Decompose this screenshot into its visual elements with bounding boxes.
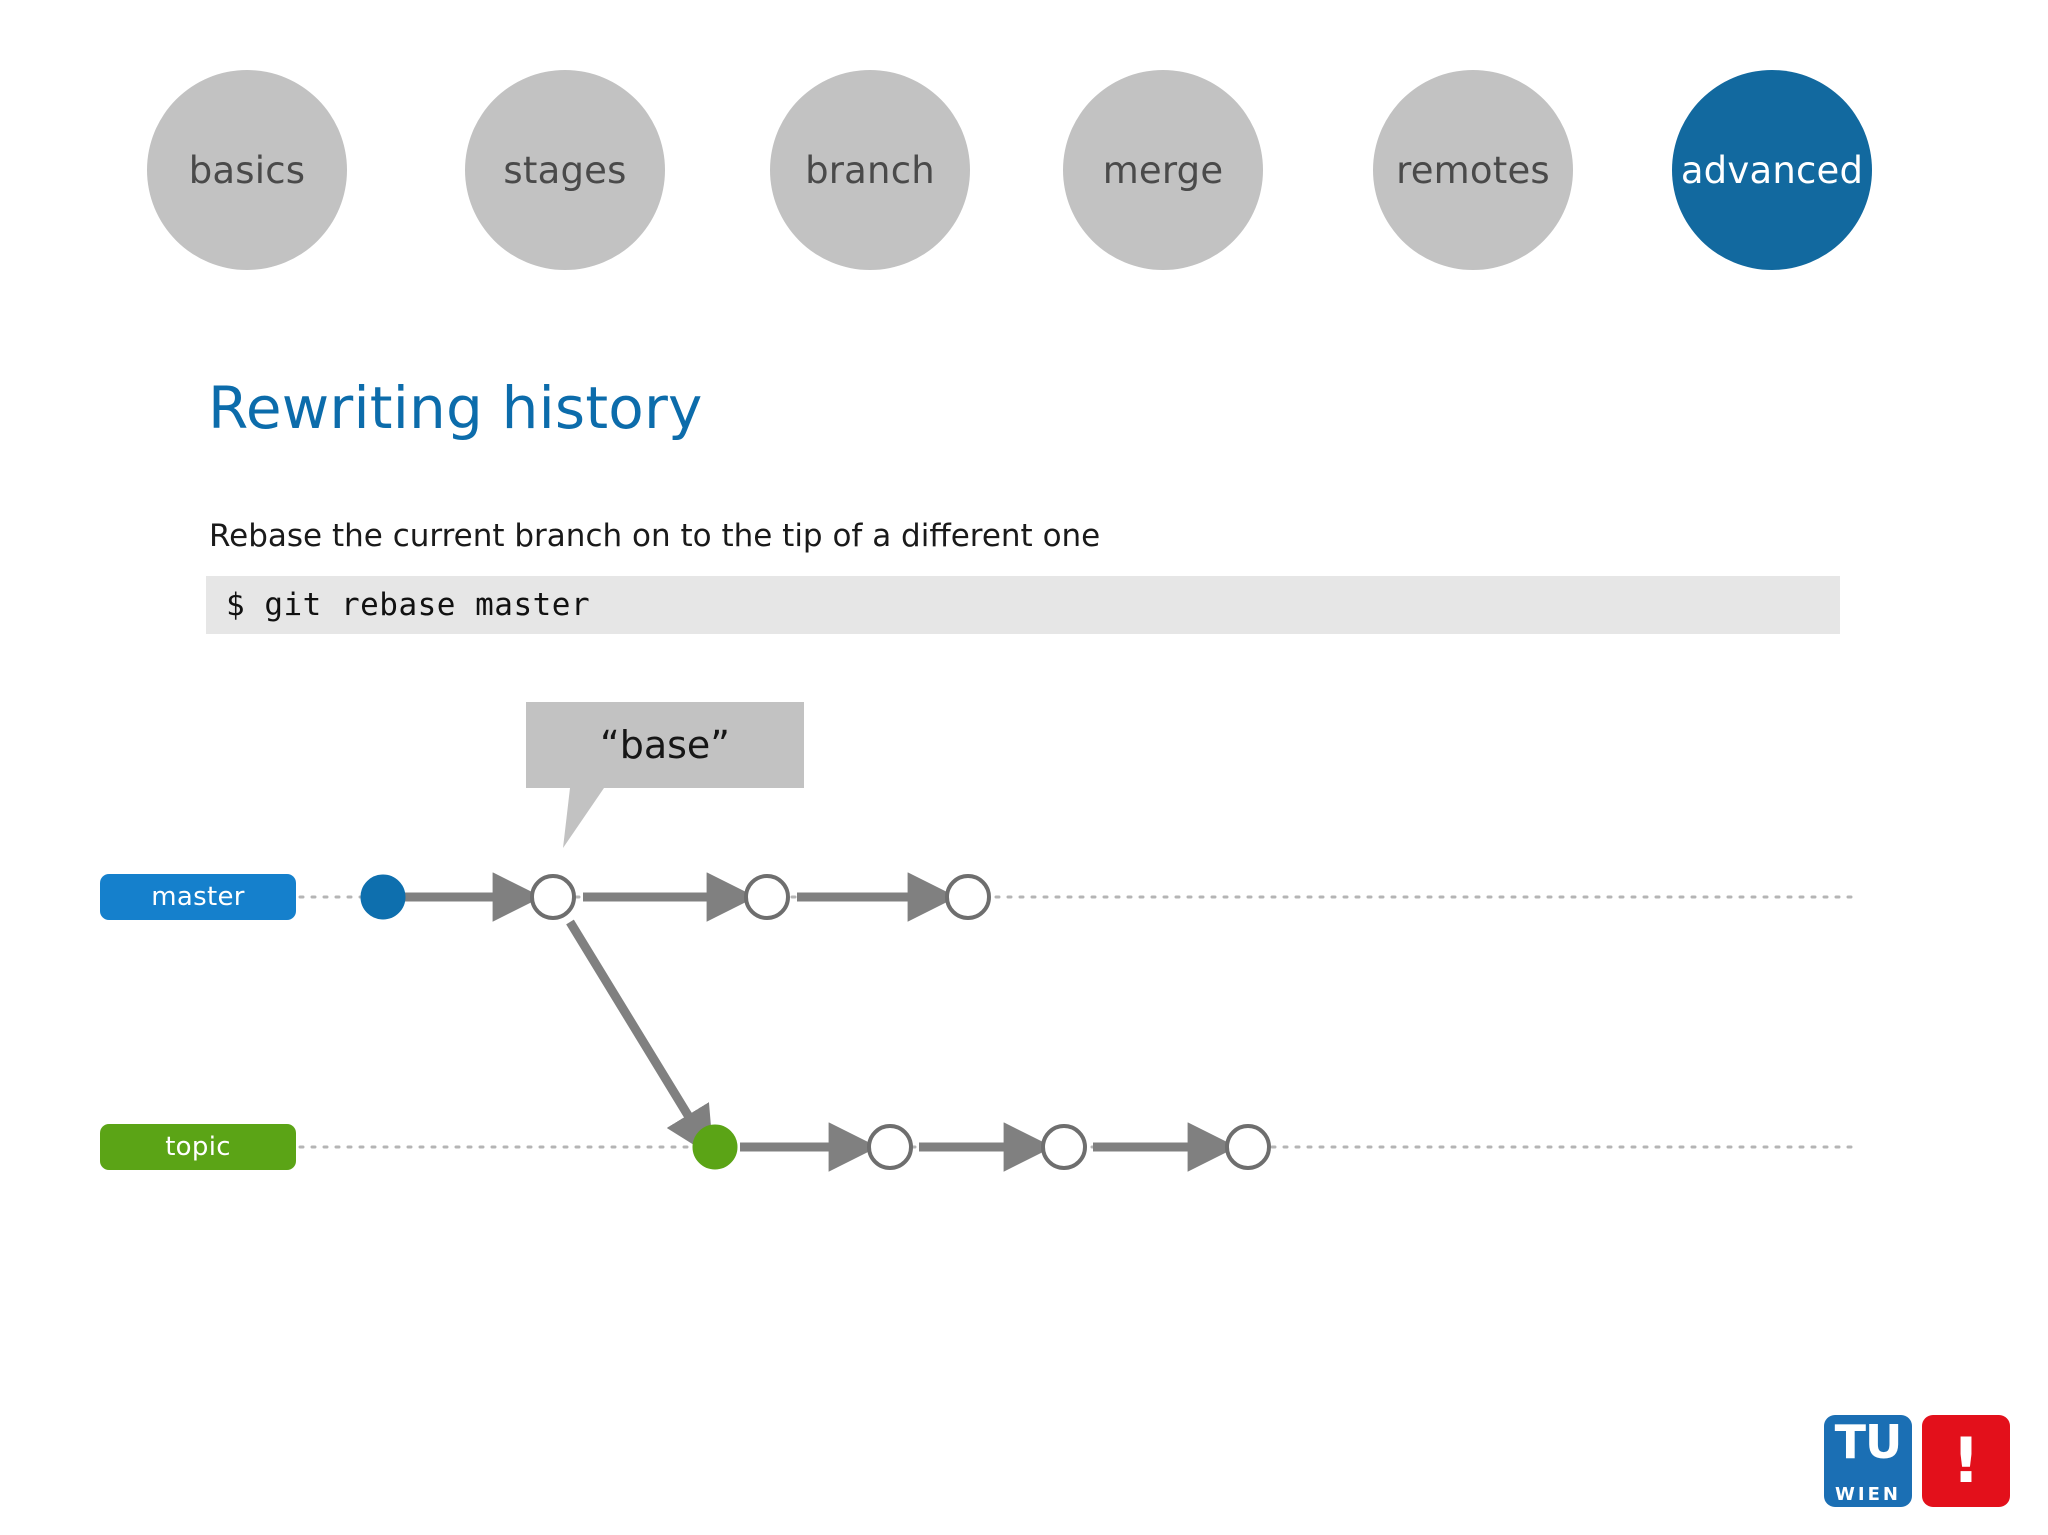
nav-circle-branch[interactable]: branch xyxy=(770,70,970,270)
nav-circle-label: branch xyxy=(805,148,935,192)
branch-label-text: topic xyxy=(165,1132,231,1162)
commit-node-topic-0 xyxy=(692,1124,738,1170)
nav-circle-basics[interactable]: basics xyxy=(147,70,347,270)
code-block: $ git rebase master xyxy=(206,576,1840,634)
branch-label-master[interactable]: master xyxy=(100,874,296,920)
nav-circle-advanced[interactable]: advanced xyxy=(1672,70,1872,270)
commit-node-topic-1 xyxy=(867,1124,913,1170)
git-commit-graph xyxy=(0,680,2048,1240)
nav-circle-label: basics xyxy=(188,148,306,192)
nav-circle-label: advanced xyxy=(1680,148,1864,192)
logo-tu-text: TU xyxy=(1834,1415,1903,1469)
logo-exclaim-text: ! xyxy=(1951,1424,1981,1497)
code-command: $ git rebase master xyxy=(226,587,591,623)
nav-circle-label: stages xyxy=(503,148,627,192)
nav-circle-label: remotes xyxy=(1396,148,1550,192)
logo-exclaim-tile xyxy=(1922,1415,2010,1507)
commit-node-master-0 xyxy=(360,874,406,920)
branch-off-edge xyxy=(566,919,714,1158)
commit-node-master-3 xyxy=(945,874,991,920)
commit-node-topic-3 xyxy=(1225,1124,1271,1170)
lead-paragraph: Rebase the current branch on to the tip … xyxy=(209,518,1101,554)
commit-node-master-1 xyxy=(530,874,576,920)
callout-bubble xyxy=(526,702,804,848)
nav-circle-merge[interactable]: merge xyxy=(1063,70,1263,270)
topic-nav: basics stages branch merge remotes advan… xyxy=(0,70,2048,275)
nav-circle-label: merge xyxy=(1102,148,1224,192)
logo-wien-text: WIEN xyxy=(1835,1484,1901,1505)
commit-node-topic-2 xyxy=(1041,1124,1087,1170)
branch-label-text: master xyxy=(151,882,245,912)
nav-circle-stages[interactable]: stages xyxy=(465,70,665,270)
page-title: Rewriting history xyxy=(208,374,703,442)
branch-label-topic[interactable]: topic xyxy=(100,1124,296,1170)
nav-circle-remotes[interactable]: remotes xyxy=(1373,70,1573,270)
tuwien-logo: TU WIEN ! xyxy=(1824,1415,2014,1511)
commit-node-master-2 xyxy=(744,874,790,920)
logo-tu-tile xyxy=(1824,1415,1912,1507)
